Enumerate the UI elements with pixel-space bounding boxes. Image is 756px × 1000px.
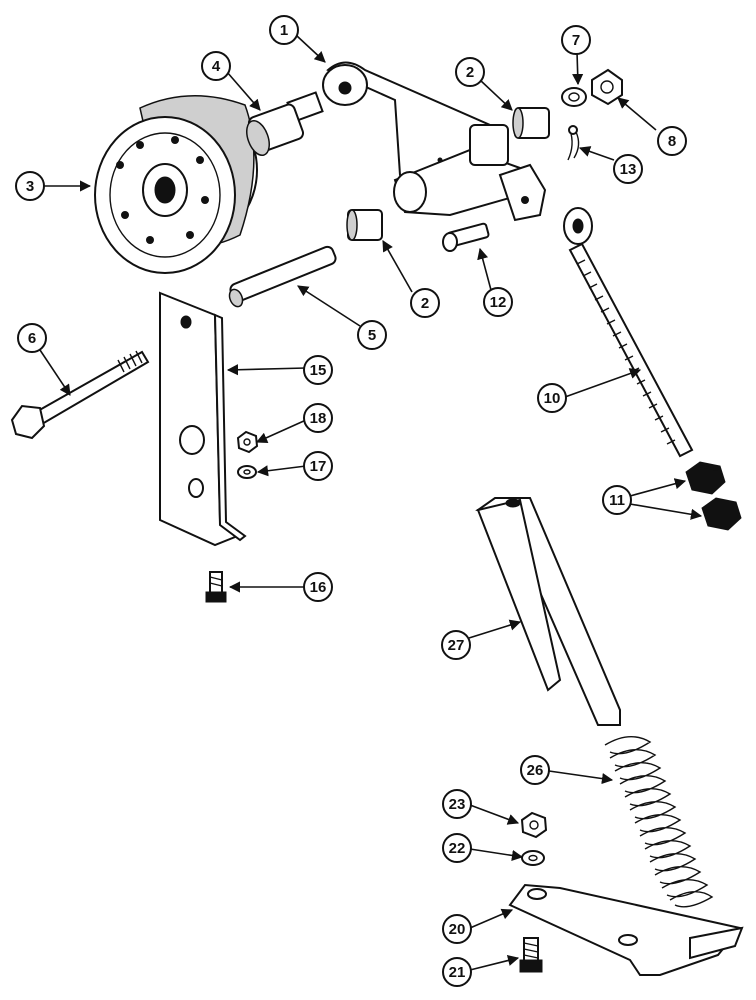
svg-text:5: 5 xyxy=(368,327,376,344)
eye-bolt-part xyxy=(563,207,694,458)
split-washer-part xyxy=(521,850,545,866)
svg-text:11: 11 xyxy=(609,492,625,509)
svg-text:27: 27 xyxy=(448,637,465,654)
callout-5: 5 xyxy=(357,320,387,350)
long-bolt-part xyxy=(10,350,150,440)
callout-17: 17 xyxy=(303,451,333,481)
callout-21: 21 xyxy=(442,957,472,987)
callout-15: 15 xyxy=(303,355,333,385)
hex-nut-part xyxy=(520,811,548,839)
svg-text:4: 4 xyxy=(212,58,221,75)
idler-arm-part xyxy=(322,61,547,222)
cotter-pin-part xyxy=(567,125,580,161)
jam-nuts-part xyxy=(685,461,742,531)
svg-text:12: 12 xyxy=(490,294,507,311)
callout-16: 16 xyxy=(303,572,333,602)
spring-guide-part xyxy=(475,497,621,726)
svg-text:10: 10 xyxy=(544,390,561,407)
svg-text:7: 7 xyxy=(572,32,580,49)
cap-screw-part xyxy=(205,571,227,603)
bottom-cap-screw-part xyxy=(519,937,543,973)
leader-lines xyxy=(39,35,703,971)
callout-27: 27 xyxy=(441,630,471,660)
bushing-part xyxy=(512,107,550,139)
callout-4: 4 xyxy=(201,51,231,81)
callout-26: 26 xyxy=(520,755,550,785)
callout-6: 6 xyxy=(17,323,47,353)
spring-seat-bracket-part xyxy=(508,883,744,976)
callout-12: 12 xyxy=(483,287,513,317)
svg-text:23: 23 xyxy=(449,796,466,813)
svg-text:21: 21 xyxy=(449,964,466,981)
svg-text:2: 2 xyxy=(421,295,429,312)
bracket-part xyxy=(159,291,247,547)
svg-text:16: 16 xyxy=(310,579,327,596)
callout-18: 18 xyxy=(303,403,333,433)
washer-part xyxy=(561,87,587,107)
compression-spring-part xyxy=(604,736,714,908)
callout-2-lower: 2 xyxy=(410,288,440,318)
svg-text:22: 22 xyxy=(449,840,466,857)
lock-washer-part xyxy=(237,465,257,479)
svg-text:8: 8 xyxy=(668,133,676,150)
callout-8: 8 xyxy=(657,126,687,156)
callout-2-upper: 2 xyxy=(455,57,485,87)
small-nut-part xyxy=(236,430,259,454)
svg-text:17: 17 xyxy=(310,458,327,475)
svg-text:13: 13 xyxy=(620,161,637,178)
callout-10: 10 xyxy=(537,383,567,413)
svg-text:26: 26 xyxy=(527,762,544,779)
clevis-pin-part xyxy=(442,222,490,252)
svg-text:1: 1 xyxy=(280,22,288,39)
callout-11: 11 xyxy=(602,485,632,515)
svg-text:18: 18 xyxy=(310,410,327,427)
svg-text:6: 6 xyxy=(28,330,36,347)
callout-23: 23 xyxy=(442,789,472,819)
bushing-part-lower xyxy=(346,209,383,241)
svg-text:20: 20 xyxy=(449,921,466,938)
callout-20: 20 xyxy=(442,914,472,944)
pivot-pin-part xyxy=(228,245,337,308)
svg-text:2: 2 xyxy=(466,64,474,81)
callout-1: 1 xyxy=(269,15,299,45)
nut-part xyxy=(591,68,623,106)
svg-text:3: 3 xyxy=(26,178,34,195)
svg-text:15: 15 xyxy=(310,362,327,379)
callout-22: 22 xyxy=(442,833,472,863)
callout-13: 13 xyxy=(613,154,643,184)
callout-3: 3 xyxy=(15,171,45,201)
pulley-part xyxy=(94,94,258,274)
callout-7: 7 xyxy=(561,25,591,55)
bearing-shaft-part xyxy=(246,91,324,157)
